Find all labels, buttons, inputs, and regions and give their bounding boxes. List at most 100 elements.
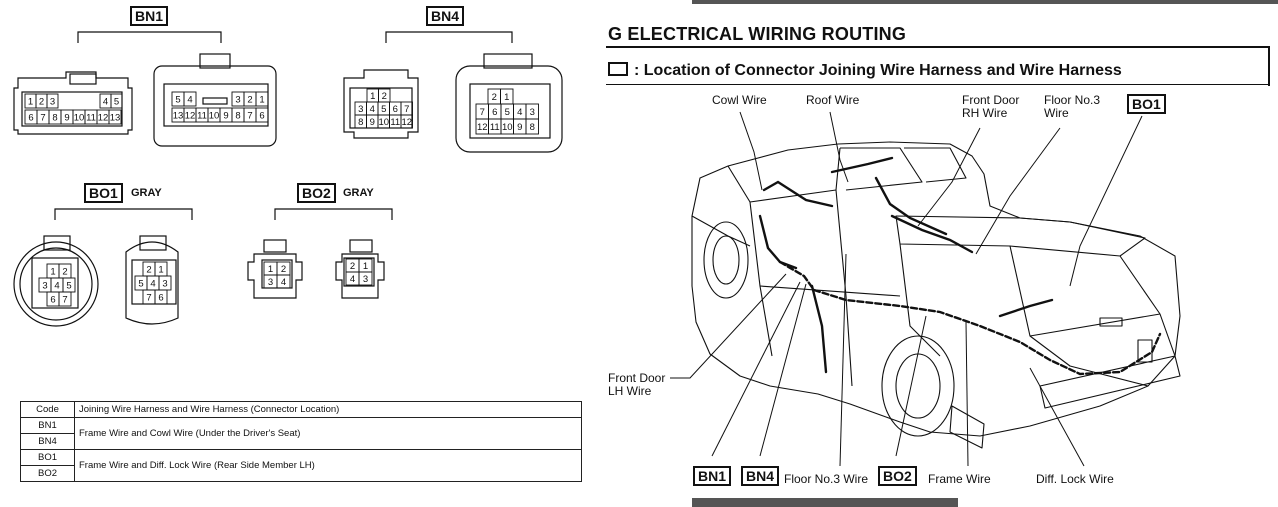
bn4-bracket: [385, 31, 513, 43]
bo1-right-pin: 6: [158, 293, 163, 304]
bo1-left-pin: 7: [62, 295, 67, 306]
bn1-right-pin: 12: [185, 111, 196, 122]
leader-diff-lock-wire: [1029, 367, 1085, 467]
bn1-right-pin: 9: [223, 111, 228, 122]
bn1-right-pin: 1: [259, 95, 264, 106]
table-cell-code: BO1: [20, 449, 75, 466]
bn4-right-connector: [455, 53, 563, 153]
bn1-left-pin: 13: [110, 113, 121, 124]
label-cowl-wire: Cowl Wire: [712, 93, 767, 107]
bn1-badge: BN1: [130, 6, 169, 26]
bo2-bracket: [274, 208, 393, 220]
bn4-left-pin: 3: [358, 104, 363, 115]
label-roof-wire: Roof Wire: [806, 93, 860, 107]
tailgate-top: [1029, 313, 1161, 337]
bn1-left-pin: 11: [86, 113, 96, 124]
cab-rear-edge: [899, 243, 941, 357]
bn1-right-pin: 8: [235, 111, 240, 122]
bo1-left-pin: 2: [62, 267, 67, 278]
rear-bumper: [1039, 355, 1181, 409]
bn4-left-pin: 11: [390, 117, 400, 128]
bo2-left-pin: 1: [268, 264, 273, 275]
bn4-right-pin: 6: [492, 107, 497, 118]
leader-roof-wire: [829, 111, 849, 183]
bn4-left-pin: 4: [370, 104, 375, 115]
leader-floor-no3-top: [975, 127, 1061, 255]
bn1-left-pin-cell: [108, 109, 122, 125]
label-front-door-lh-2: LH Wire: [608, 384, 652, 398]
table-cell-code: BO2: [20, 465, 75, 482]
leader-lines: [670, 111, 1143, 467]
label-floor-no3-top-2: Wire: [1044, 106, 1069, 120]
bo1-location-badge: BO1: [1127, 94, 1166, 114]
bottom-bar: [692, 498, 958, 507]
bo1-left-connector: [13, 235, 99, 327]
bn1-left-pin-cell: [110, 93, 123, 109]
bn4-right-pin: 3: [530, 107, 535, 118]
bn4-left-pin: 1: [370, 91, 375, 102]
bn4-left-pin: 8: [358, 117, 363, 128]
bn1-right-pin-cell: [255, 107, 269, 123]
frame-right-edge: [1268, 46, 1270, 86]
bn4-right-pin: 9: [517, 122, 522, 133]
leader-bn4: [759, 283, 807, 457]
side-window-front: [840, 147, 923, 191]
bn4-right-pin: 12: [477, 122, 488, 133]
mud-flap: [949, 405, 985, 449]
bo1-right-pin-cell: [154, 289, 168, 305]
page-title: G ELECTRICAL WIRING ROUTING: [608, 24, 907, 44]
bn4-right-pin: 2: [492, 92, 497, 103]
leader-frame-wire: [965, 321, 969, 467]
bn4-left-pin: 2: [382, 91, 387, 102]
label-frame-wire: Frame Wire: [928, 472, 991, 486]
top-bar: [692, 0, 1278, 4]
bo2-right-pin: 4: [350, 274, 355, 285]
bn1-left-pin: 7: [40, 113, 45, 124]
bo1-right-pin: 4: [150, 279, 155, 290]
rear-left-hub: [895, 353, 941, 419]
bn4-left-pin: 9: [370, 117, 375, 128]
bo2-color-label: GRAY: [343, 187, 374, 199]
bo1-right-pin: 5: [138, 279, 143, 290]
bn1-right-pin: 5: [175, 95, 180, 106]
bn1-left-connector: [13, 71, 133, 135]
bn1-bracket: [77, 31, 222, 43]
table-row: BN1 Frame Wire and Cowl Wire (Under the …: [20, 417, 582, 450]
front-left-hub: [712, 235, 740, 285]
bo1-right-pin: 7: [146, 293, 151, 304]
leader-floor-no3-bottom: [839, 253, 847, 467]
side-window-rear: [904, 147, 967, 183]
leader-bn1: [711, 281, 801, 457]
leader-bo2: [895, 315, 927, 457]
bn1-right-pin: 11: [197, 111, 207, 122]
label-front-door-rh-1: Front Door: [962, 93, 1020, 107]
table-cell-desc: Frame Wire and Diff. Lock Wire (Rear Sid…: [74, 449, 582, 482]
bo2-badge: BO2: [297, 183, 336, 203]
title-rule: [606, 46, 1270, 48]
bo2-left-pin: 3: [268, 277, 273, 288]
bn1-left-pin: 1: [28, 97, 33, 108]
truck-bed: [895, 215, 1146, 257]
label-diff-lock-wire: Diff. Lock Wire: [1036, 472, 1114, 486]
bn1-left-pin: 10: [74, 113, 85, 124]
bn1-right-pin: 2: [247, 95, 252, 106]
bn4-right-pin: 7: [480, 107, 485, 118]
bn1-right-pin: 4: [187, 95, 192, 106]
bo1-left-pin: 1: [50, 267, 55, 278]
bo1-color-label: GRAY: [131, 187, 162, 199]
tailgate-handle: [1099, 317, 1123, 327]
bo1-bracket: [54, 208, 193, 220]
bo1-left-pin: 3: [42, 281, 47, 292]
door-rear-edge: [835, 189, 853, 387]
bn4-left-pin-cell: [400, 114, 413, 129]
bo2-left-pin-cell: [276, 274, 291, 289]
bo2-right-connector: [335, 239, 385, 299]
bn1-right-pin-cell: [255, 91, 269, 107]
bo1-left-pin: 4: [54, 281, 59, 292]
bo1-right-pin: 1: [158, 265, 163, 276]
legend-text: : Location of Connector Joining Wire Har…: [634, 62, 1122, 79]
wiring-harness: [758, 156, 1162, 376]
bn1-right-pin: 6: [259, 111, 264, 122]
leader-front-door-rh: [917, 127, 981, 227]
